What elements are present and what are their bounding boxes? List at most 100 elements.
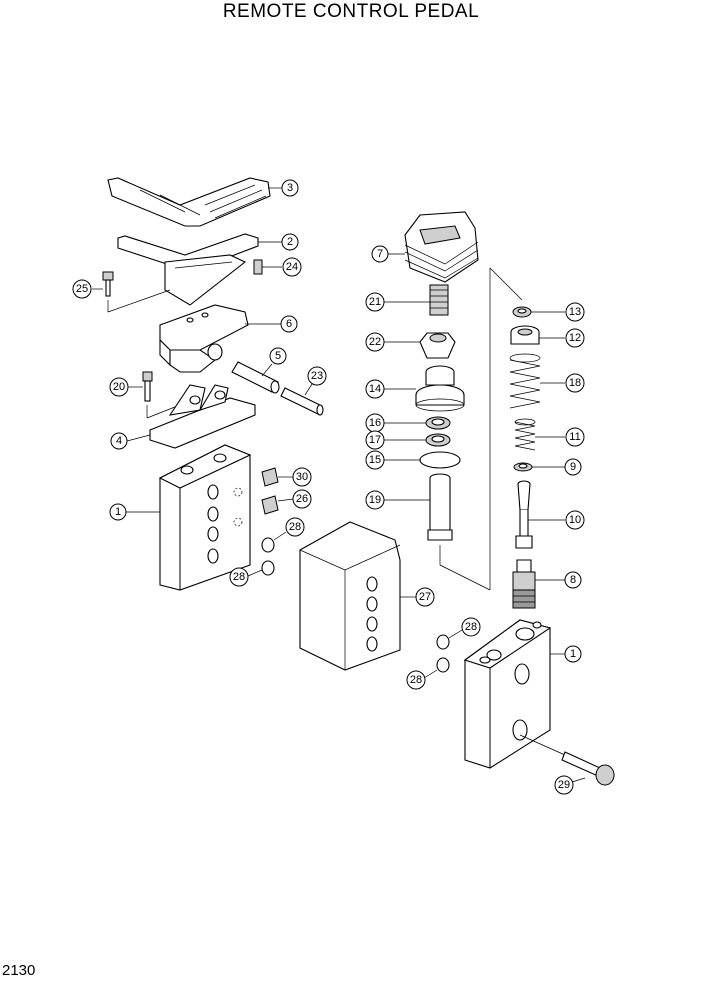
callout-22: 22 <box>365 332 385 352</box>
svg-text:28: 28 <box>465 621 477 633</box>
svg-text:1: 1 <box>570 648 576 660</box>
svg-text:19: 19 <box>369 494 381 506</box>
callout-18: 18 <box>565 373 585 393</box>
plug-part <box>512 559 536 609</box>
cam-block-part <box>159 304 249 373</box>
callout-25: 25 <box>72 279 92 299</box>
callout-14: 14 <box>365 379 385 399</box>
callout-10: 10 <box>565 510 585 530</box>
svg-text:25: 25 <box>76 283 88 295</box>
svg-text:14: 14 <box>369 383 381 395</box>
cap-screw-part <box>142 371 181 419</box>
svg-text:28: 28 <box>233 571 245 583</box>
guide-plate-part <box>415 365 465 412</box>
cover-block-part <box>299 521 401 671</box>
callout-28: 28 <box>229 567 249 587</box>
bracket-part <box>149 384 256 449</box>
callout-2: 2 <box>281 233 299 251</box>
callout-8: 8 <box>564 571 582 589</box>
svg-text:3: 3 <box>287 182 293 194</box>
callout-1: 1 <box>109 503 127 521</box>
svg-text:27: 27 <box>419 591 431 603</box>
callout-1: 1 <box>564 645 582 663</box>
washer-part <box>512 306 532 318</box>
nut-part <box>419 332 456 359</box>
o-ring-part <box>419 451 461 469</box>
plug-part <box>261 467 279 515</box>
valve-body-part <box>158 444 252 591</box>
callout-17: 17 <box>365 430 385 450</box>
spring-part <box>429 284 449 316</box>
callout-23: 23 <box>307 366 327 386</box>
callout-20: 20 <box>109 377 129 397</box>
svg-text:15: 15 <box>369 454 381 466</box>
svg-text:5: 5 <box>275 350 281 362</box>
callout-19: 19 <box>365 490 385 510</box>
svg-text:13: 13 <box>569 306 581 318</box>
callout-24: 24 <box>282 257 302 277</box>
svg-text:7: 7 <box>377 248 383 260</box>
spring-seat-part <box>510 325 540 345</box>
leader-lines <box>92 187 586 783</box>
callout-13: 13 <box>565 302 585 322</box>
cap-screw-part <box>561 751 615 786</box>
callout-21: 21 <box>365 292 385 312</box>
assembly-axis-line <box>489 267 523 301</box>
callout-7: 7 <box>371 245 389 263</box>
callout-28: 28 <box>285 517 305 537</box>
svg-text:30: 30 <box>296 471 308 483</box>
svg-text:12: 12 <box>569 332 581 344</box>
svg-text:8: 8 <box>570 574 576 586</box>
pin-part <box>231 361 280 394</box>
seal-part <box>425 433 451 447</box>
pedal-cover-part <box>107 177 271 227</box>
callout-16: 16 <box>365 413 385 433</box>
callout-15: 15 <box>365 450 385 470</box>
callout-30: 30 <box>292 467 312 487</box>
svg-text:11: 11 <box>569 431 580 443</box>
diagram-title: REMOTE CONTROL PEDAL <box>222 1 480 22</box>
page-number: 2130 <box>2 962 36 979</box>
spool-part <box>515 480 533 549</box>
svg-text:28: 28 <box>410 674 422 686</box>
pedal-part <box>117 233 259 306</box>
set-screw-part <box>253 259 263 275</box>
svg-text:4: 4 <box>116 435 122 447</box>
spring-part <box>514 418 536 451</box>
callout-27: 27 <box>415 587 435 607</box>
rubber-boot-part <box>404 211 479 283</box>
o-ring-part <box>436 634 450 673</box>
svg-text:26: 26 <box>296 493 308 505</box>
cap-screw-part <box>102 271 171 313</box>
svg-text:2: 2 <box>287 236 293 248</box>
svg-text:28: 28 <box>289 521 301 533</box>
callout-4: 4 <box>110 432 128 450</box>
callout-11: 11 <box>565 427 585 447</box>
svg-text:29: 29 <box>558 779 570 791</box>
svg-text:9: 9 <box>570 461 576 473</box>
return-spring-part <box>509 353 541 409</box>
svg-text:21: 21 <box>369 296 381 308</box>
callout-6: 6 <box>280 315 298 333</box>
callout-26: 26 <box>292 489 312 509</box>
svg-text:17: 17 <box>369 434 381 446</box>
callout-3: 3 <box>281 179 299 197</box>
svg-text:22: 22 <box>369 336 381 348</box>
plunger-part <box>427 473 491 591</box>
seal-part <box>425 416 451 430</box>
valve-body-part <box>463 619 566 769</box>
svg-text:24: 24 <box>286 261 298 273</box>
callout-29: 29 <box>554 775 574 795</box>
callout-9: 9 <box>564 458 582 476</box>
callout-5: 5 <box>269 347 287 365</box>
svg-text:20: 20 <box>113 381 125 393</box>
pin-part <box>280 387 324 416</box>
callout-28: 28 <box>461 617 481 637</box>
svg-text:6: 6 <box>286 318 292 330</box>
callout-12: 12 <box>565 328 585 348</box>
callout-28: 28 <box>406 670 426 690</box>
svg-text:10: 10 <box>569 514 581 526</box>
washer-part <box>513 462 533 472</box>
o-ring-part <box>261 537 275 576</box>
